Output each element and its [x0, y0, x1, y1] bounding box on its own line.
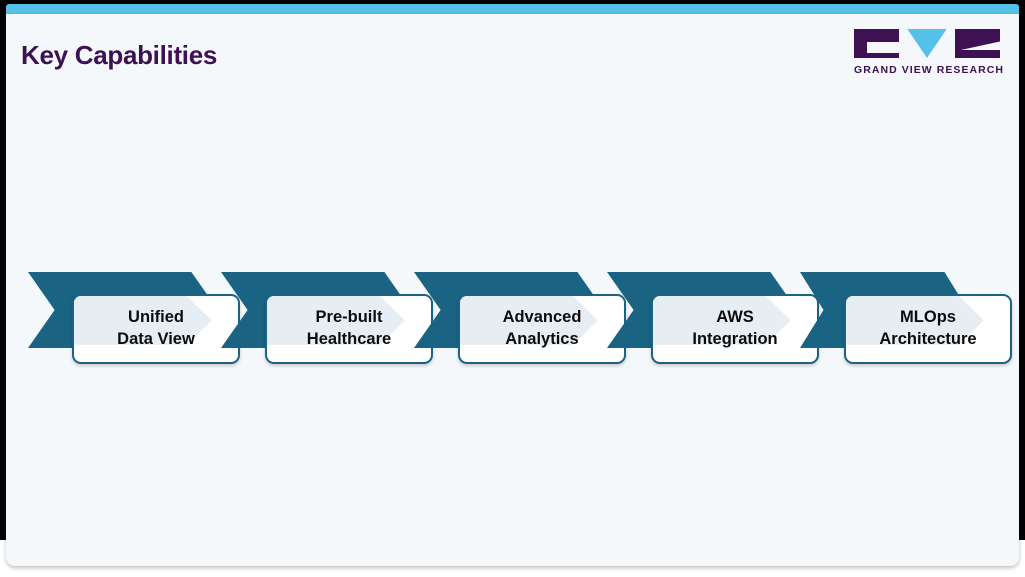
step-label: MLOps Architecture — [879, 308, 977, 348]
process-step-1[interactable]: Unified Data View — [28, 272, 240, 366]
page-title: Key Capabilities — [21, 40, 218, 70]
process-step-4[interactable]: AWS Integration — [607, 272, 819, 366]
step-card[interactable]: Unified Data View — [72, 294, 240, 364]
process-step-5[interactable]: MLOps Architecture — [800, 272, 1012, 366]
step-card[interactable]: MLOps Architecture — [844, 294, 1012, 364]
top-accent-bar — [6, 4, 1019, 15]
step-card[interactable]: Advanced Analytics — [458, 294, 626, 364]
step-label: Unified Data View — [117, 308, 195, 348]
brand-logo: GRAND VIEW RESEARCH — [854, 29, 1005, 76]
step-label: AWS Integration — [692, 308, 778, 348]
process-step-3[interactable]: Advanced Analytics — [414, 272, 626, 366]
step-card[interactable]: Pre-built Healthcare — [265, 294, 433, 364]
logo-g-block-icon — [854, 29, 904, 58]
step-label: Pre-built Healthcare — [306, 308, 392, 348]
slide-page: Key Capabilities GRAND VIEW RESEARCH Uni… — [6, 14, 1019, 566]
logo-marks — [854, 29, 1000, 58]
step-card[interactable]: AWS Integration — [651, 294, 819, 364]
step-label: Advanced Analytics — [502, 308, 582, 348]
process-flow: Unified Data View Pre-built Healthcare A… — [6, 14, 1019, 566]
process-step-2[interactable]: Pre-built Healthcare — [221, 272, 433, 366]
logo-wordmark: GRAND VIEW RESEARCH — [854, 64, 1005, 76]
logo-r-block-icon — [954, 29, 1000, 58]
